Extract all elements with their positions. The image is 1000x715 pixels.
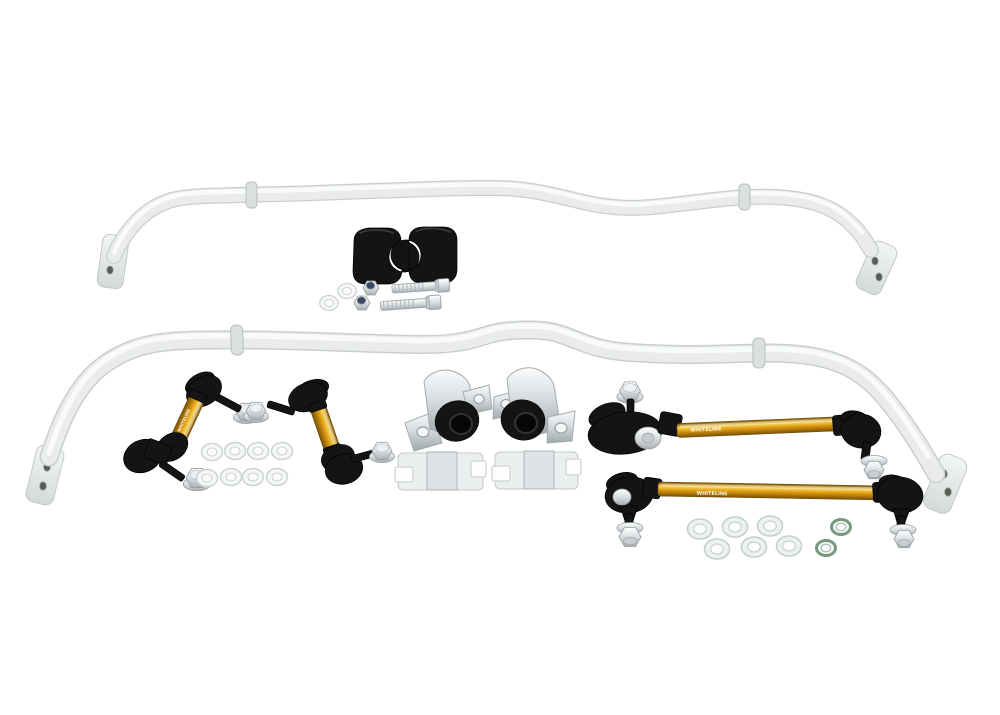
rear-bushing-left-highlight <box>359 229 394 234</box>
bracket-bushing-bore <box>514 412 538 434</box>
rear-bushing-right <box>390 226 458 284</box>
rear-bar-collar <box>245 181 258 209</box>
link-body-bridge <box>142 438 174 466</box>
bolt <box>379 294 442 314</box>
front-bar-highlight <box>46 323 931 459</box>
flat-washer <box>223 441 247 461</box>
flat-washer <box>219 467 243 487</box>
link-housing-cap <box>612 488 632 506</box>
rear-bar-collar <box>738 183 751 211</box>
link-stud <box>158 460 186 482</box>
bracket-foot-hole <box>554 422 568 434</box>
spring-washer <box>815 539 837 557</box>
flat-washer <box>319 294 339 312</box>
plate-ridge <box>426 451 458 491</box>
lock-nut <box>362 280 380 296</box>
flat-washer <box>265 467 289 487</box>
link-housing-cap-inner <box>641 432 655 444</box>
plate-slot <box>394 466 414 483</box>
link-ball-housing <box>840 413 882 449</box>
front-bar-right-paddle-hole <box>944 487 952 497</box>
link-nut <box>863 460 885 480</box>
link-nut <box>618 527 642 547</box>
rear-bushing-right-highlight <box>416 227 451 233</box>
spring-washer <box>830 518 852 536</box>
rear-bushings <box>352 226 458 285</box>
flat-washer <box>740 536 768 558</box>
link-nut <box>893 529 915 549</box>
flat-washer <box>756 515 784 537</box>
lock-nut <box>353 295 371 311</box>
front-sway-bar <box>25 320 968 514</box>
flat-washer <box>200 442 224 462</box>
flat-washer-group-left <box>195 441 294 488</box>
link-brand-print: WHITELINE <box>690 426 722 433</box>
flat-washer <box>241 467 265 487</box>
plate-ridge <box>523 450 555 490</box>
long-end-link-bottom: WHITELINE <box>604 472 924 549</box>
flat-washer <box>703 538 731 560</box>
flat-washer <box>686 518 714 540</box>
flat-washer <box>721 516 749 538</box>
bracket-foot-hole <box>473 393 485 405</box>
rear-bar-highlight <box>111 182 865 255</box>
link-stud <box>626 398 635 413</box>
front-bar-collar <box>752 337 766 369</box>
rear-sway-bar <box>96 179 898 295</box>
flat-washer-group-right <box>686 515 852 560</box>
rear-fitting-hardware <box>319 277 451 314</box>
link-stud <box>266 400 296 416</box>
link-gold-rod <box>676 416 848 438</box>
link-brand-print: WHITELINE <box>696 491 728 498</box>
plate-slot <box>565 458 582 476</box>
front-bar-collar <box>230 324 244 356</box>
bracket-bushing-bore <box>449 413 473 435</box>
flat-washer <box>270 441 294 461</box>
front-bar-tube <box>41 321 944 482</box>
link-gold-rod <box>657 481 885 501</box>
flat-washer <box>195 468 219 488</box>
rear-bar-right-paddle-hole <box>871 256 879 266</box>
plate-slot <box>470 460 487 478</box>
flat-washer <box>775 535 803 557</box>
lock-plate-right <box>491 450 582 490</box>
front-bushing-bracket-left <box>404 369 493 452</box>
flat-washer <box>246 441 270 461</box>
rear-bar-right-paddle-hole <box>875 272 883 282</box>
plate-slot <box>491 465 511 482</box>
front-bushing-bracket-right <box>492 367 576 444</box>
front-bar-left-paddle-hole <box>39 481 47 491</box>
link-nut <box>369 441 395 463</box>
flat-washer <box>337 282 357 300</box>
short-end-link-right <box>243 379 395 485</box>
rear-bar-tube <box>107 181 878 263</box>
rear-bar-right-paddle <box>855 240 898 295</box>
rear-bar-left-paddle-hole <box>106 265 114 275</box>
lock-plate-left <box>394 451 487 491</box>
bracket-foot-hole <box>416 426 430 438</box>
long-end-link-top: WHITELINE <box>587 381 888 480</box>
short-end-link-left: WHITELINE <box>123 371 259 492</box>
